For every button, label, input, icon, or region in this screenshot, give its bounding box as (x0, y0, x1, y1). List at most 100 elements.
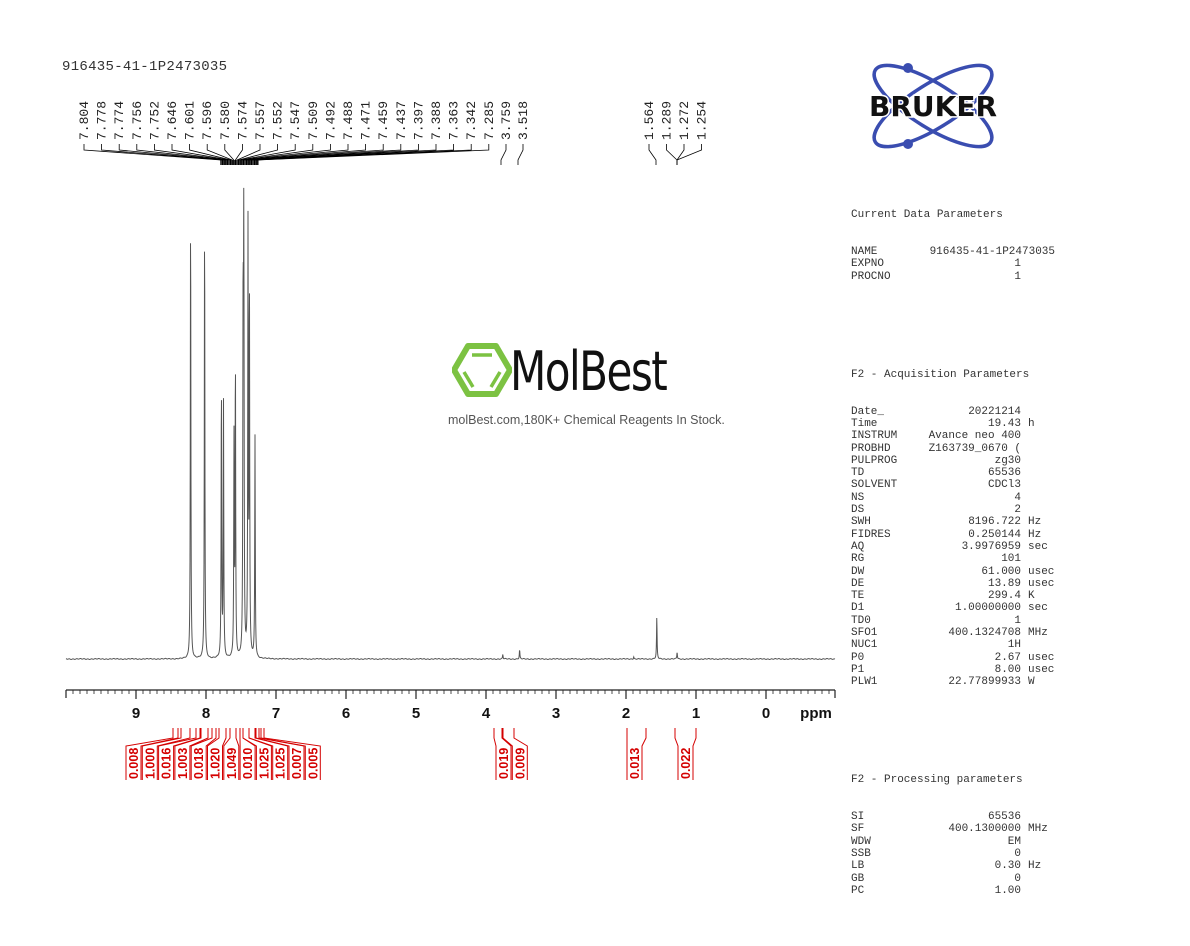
param-key: SI (851, 811, 865, 824)
section-title: F2 - Processing parameters (851, 774, 1023, 787)
param-key: EXPNO (851, 258, 885, 271)
integral-value: 0.018 (192, 748, 206, 779)
param-unit (1055, 246, 1062, 258)
peak-label: 7.397 (411, 101, 426, 140)
param-unit (1021, 492, 1028, 504)
peak-label: 7.804 (77, 101, 92, 140)
peak-label: 7.574 (235, 101, 250, 140)
peak-label: 7.774 (112, 101, 127, 140)
section-title: Current Data Parameters (851, 209, 1003, 222)
param-key: NUC1 (851, 639, 878, 652)
param-value: 65536 (987, 467, 1021, 480)
integral-value: 0.019 (497, 748, 511, 779)
param-value: 13.89 (987, 577, 1021, 590)
param-unit (1021, 639, 1028, 651)
param-key: RG (851, 553, 865, 566)
integral-value: 1.003 (176, 748, 190, 779)
param-unit: usec (1028, 663, 1055, 676)
param-value: 0 (1014, 872, 1021, 885)
param-key: D1 (851, 602, 865, 615)
param-unit: h (1028, 417, 1035, 430)
param-unit: usec (1028, 651, 1055, 664)
spectrum-trace (65, 187, 836, 661)
integral-value: 0.022 (679, 748, 693, 779)
peak-label: 7.547 (288, 101, 303, 140)
param-value: 19.43 (987, 417, 1021, 430)
param-unit: K (1028, 590, 1035, 603)
param-value: 400.1300000 (948, 823, 1021, 836)
molbest-watermark: MolBest molBest.com,180K+ Chemical Reage… (448, 340, 748, 435)
peak-label: 7.509 (306, 101, 321, 140)
peak-label: 7.596 (200, 101, 215, 140)
peak-label: 1.289 (660, 101, 675, 140)
param-value: 65536 (987, 811, 1021, 824)
peak-label: 7.580 (218, 101, 233, 140)
param-value: 1.00000000 (954, 602, 1021, 615)
peak-label: 1.254 (695, 101, 710, 140)
integral-value: 0.007 (290, 748, 304, 779)
param-row-time: Time 19.43 h (851, 418, 1062, 430)
param-unit (1021, 885, 1028, 897)
peak-label: 7.285 (482, 101, 497, 140)
param-unit (1021, 430, 1028, 442)
param-value: 22.77899933 (948, 676, 1021, 689)
param-row-td: TD 65536 (851, 467, 1062, 479)
peak-label: 7.459 (376, 101, 391, 140)
axis-tick-label: 6 (342, 705, 350, 722)
param-row-solvent: SOLVENT CDCl3 (851, 479, 1062, 491)
axis-tick-label: 5 (412, 705, 420, 722)
integral-value: 0.016 (160, 748, 174, 779)
param-value: 0.250144 (968, 528, 1021, 541)
axis-unit-label: ppm (800, 705, 832, 722)
peak-label: 7.646 (165, 101, 180, 140)
axis-tick-label: 4 (482, 705, 491, 722)
param-key: DS (851, 504, 865, 517)
integral-value: 1.025 (257, 748, 271, 779)
param-key: SFO1 (851, 626, 878, 639)
param-key: Time (851, 417, 878, 430)
param-key: P0 (851, 651, 865, 664)
param-key: TD (851, 467, 865, 480)
peak-label: 7.342 (464, 101, 479, 140)
param-value: CDCl3 (987, 479, 1021, 492)
param-value: 400.1324708 (948, 626, 1021, 639)
param-unit (1021, 811, 1028, 823)
sample-title: 916435-41-1P2473035 (62, 59, 228, 75)
integral-value: 1.049 (225, 748, 239, 779)
param-value: 101 (1001, 553, 1021, 566)
param-unit (1021, 873, 1028, 885)
axis-tick-label: 9 (132, 705, 140, 722)
axis-tick-label: 0 (762, 705, 770, 722)
param-unit (1021, 406, 1028, 418)
param-key: Date_ (851, 405, 885, 418)
bruker-wordmark: BRUKER (869, 90, 997, 123)
param-unit: Hz (1028, 516, 1042, 529)
param-key: SWH (851, 516, 871, 529)
param-value: 20221214 (968, 405, 1021, 418)
integral-value: 0.009 (513, 748, 527, 779)
axis-tick-label: 1 (692, 705, 700, 722)
param-key: PROBHD (851, 442, 891, 455)
molbest-brand: MolBest (510, 340, 668, 403)
param-unit (1021, 553, 1028, 565)
param-key: NS (851, 491, 865, 504)
param-key: TE (851, 590, 865, 603)
param-key: SF (851, 823, 865, 836)
integral-value: 1.025 (274, 748, 288, 779)
param-key: SOLVENT (851, 479, 898, 492)
param-unit (1021, 443, 1028, 455)
param-unit: W (1028, 676, 1035, 689)
param-unit: MHz (1028, 626, 1048, 639)
param-unit: sec (1028, 602, 1048, 615)
